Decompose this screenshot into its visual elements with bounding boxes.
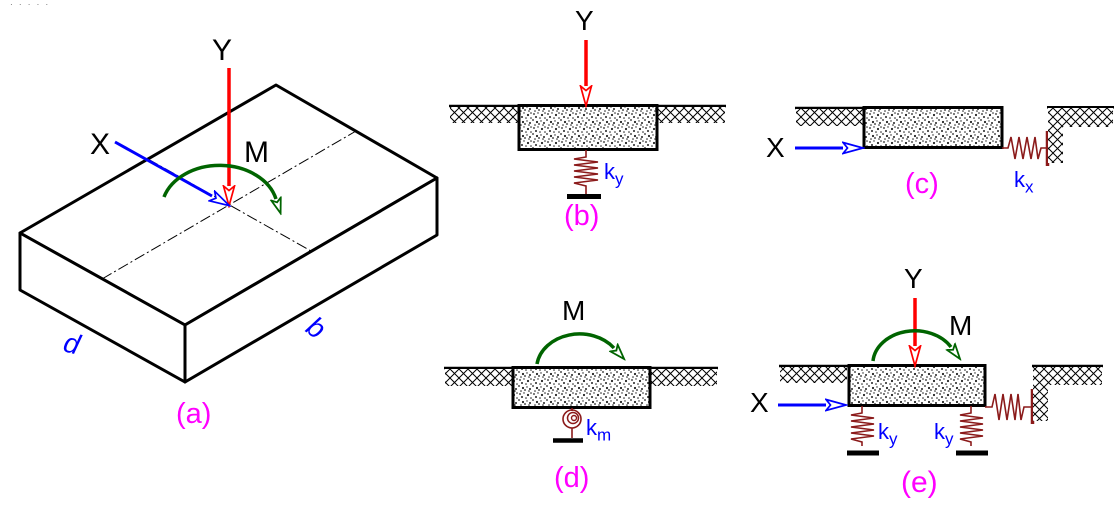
k-base: k [604,159,615,184]
panel-c-x-force-label: X [766,132,785,163]
centerline-x [101,130,357,280]
foundation-block [517,104,659,151]
panel-a-foundation-block [18,68,439,384]
panel-b-vertical-mode [449,40,726,199]
panel-e-spring-constant-left-label: ky [878,419,898,449]
panel-a-moment-label: M [244,136,269,169]
panel-e-x-force-label: X [750,387,769,418]
ground-hatch-left [780,367,847,383]
panel-a-caption: (a) [176,398,212,430]
foundation-block [511,366,652,409]
ground-hatch-right [657,107,725,123]
foundation-block [862,106,1004,149]
k-base: k [1014,167,1025,192]
moment-arc [871,329,951,362]
ground-hatch-left [445,369,512,386]
panel-d-spring-constant-label: km [586,415,612,445]
panel-a-x-axis-label: X [90,128,111,161]
panel-c-spring-constant-label: kx [1014,167,1034,197]
vertical-spring-right [959,406,984,446]
k-base: k [878,419,889,444]
block-right-face [183,176,439,384]
panel-e-caption: (e) [901,466,938,499]
k-sub: x [1025,177,1034,197]
panel-e-y-force-label: Y [904,263,923,294]
panel-d-moment-label: M [562,295,586,326]
horizontal-spring [1002,136,1046,160]
moment-arc [535,332,614,365]
panel-e-moment-label: M [949,310,973,341]
panel-c-sliding-mode [795,105,1114,166]
horizontal-spring [985,393,1031,421]
ground-hatch-right [650,369,717,386]
vertical-spring [573,150,599,195]
torsional-spring-inner [570,414,578,422]
panel-b-caption: (b) [564,200,600,232]
ground-hatch-right-wall [1033,367,1102,421]
panel-c-caption: (c) [905,168,939,200]
vertical-spring-left [850,406,875,446]
panel-a-y-axis-label: Y [212,34,233,67]
panel-d-rocking-mode [444,332,718,443]
panel-b-spring-constant-label: ky [604,159,624,189]
panel-b-y-force-label: Y [575,5,594,36]
moment-arc [162,163,276,199]
k-sub: y [945,429,954,449]
centerline-z [147,158,312,252]
k-base: k [586,415,597,440]
ground-hatch-right-wall [1048,108,1113,163]
panel-e-spring-constant-right-label: ky [934,419,954,449]
k-sub: y [615,169,624,189]
panel-d-caption: (d) [554,462,590,494]
k-sub: m [597,425,612,445]
panel-e-coupled-mode [778,298,1103,456]
scan-artifact-dots: · · · · · [10,0,51,9]
ground-hatch-left [450,107,518,123]
x-axis-arrow [114,140,212,196]
foundation-block [847,364,987,407]
k-base: k [934,419,945,444]
k-sub: y [889,429,898,449]
torsional-spring-mid [566,411,580,425]
ground-hatch-left [796,109,863,126]
